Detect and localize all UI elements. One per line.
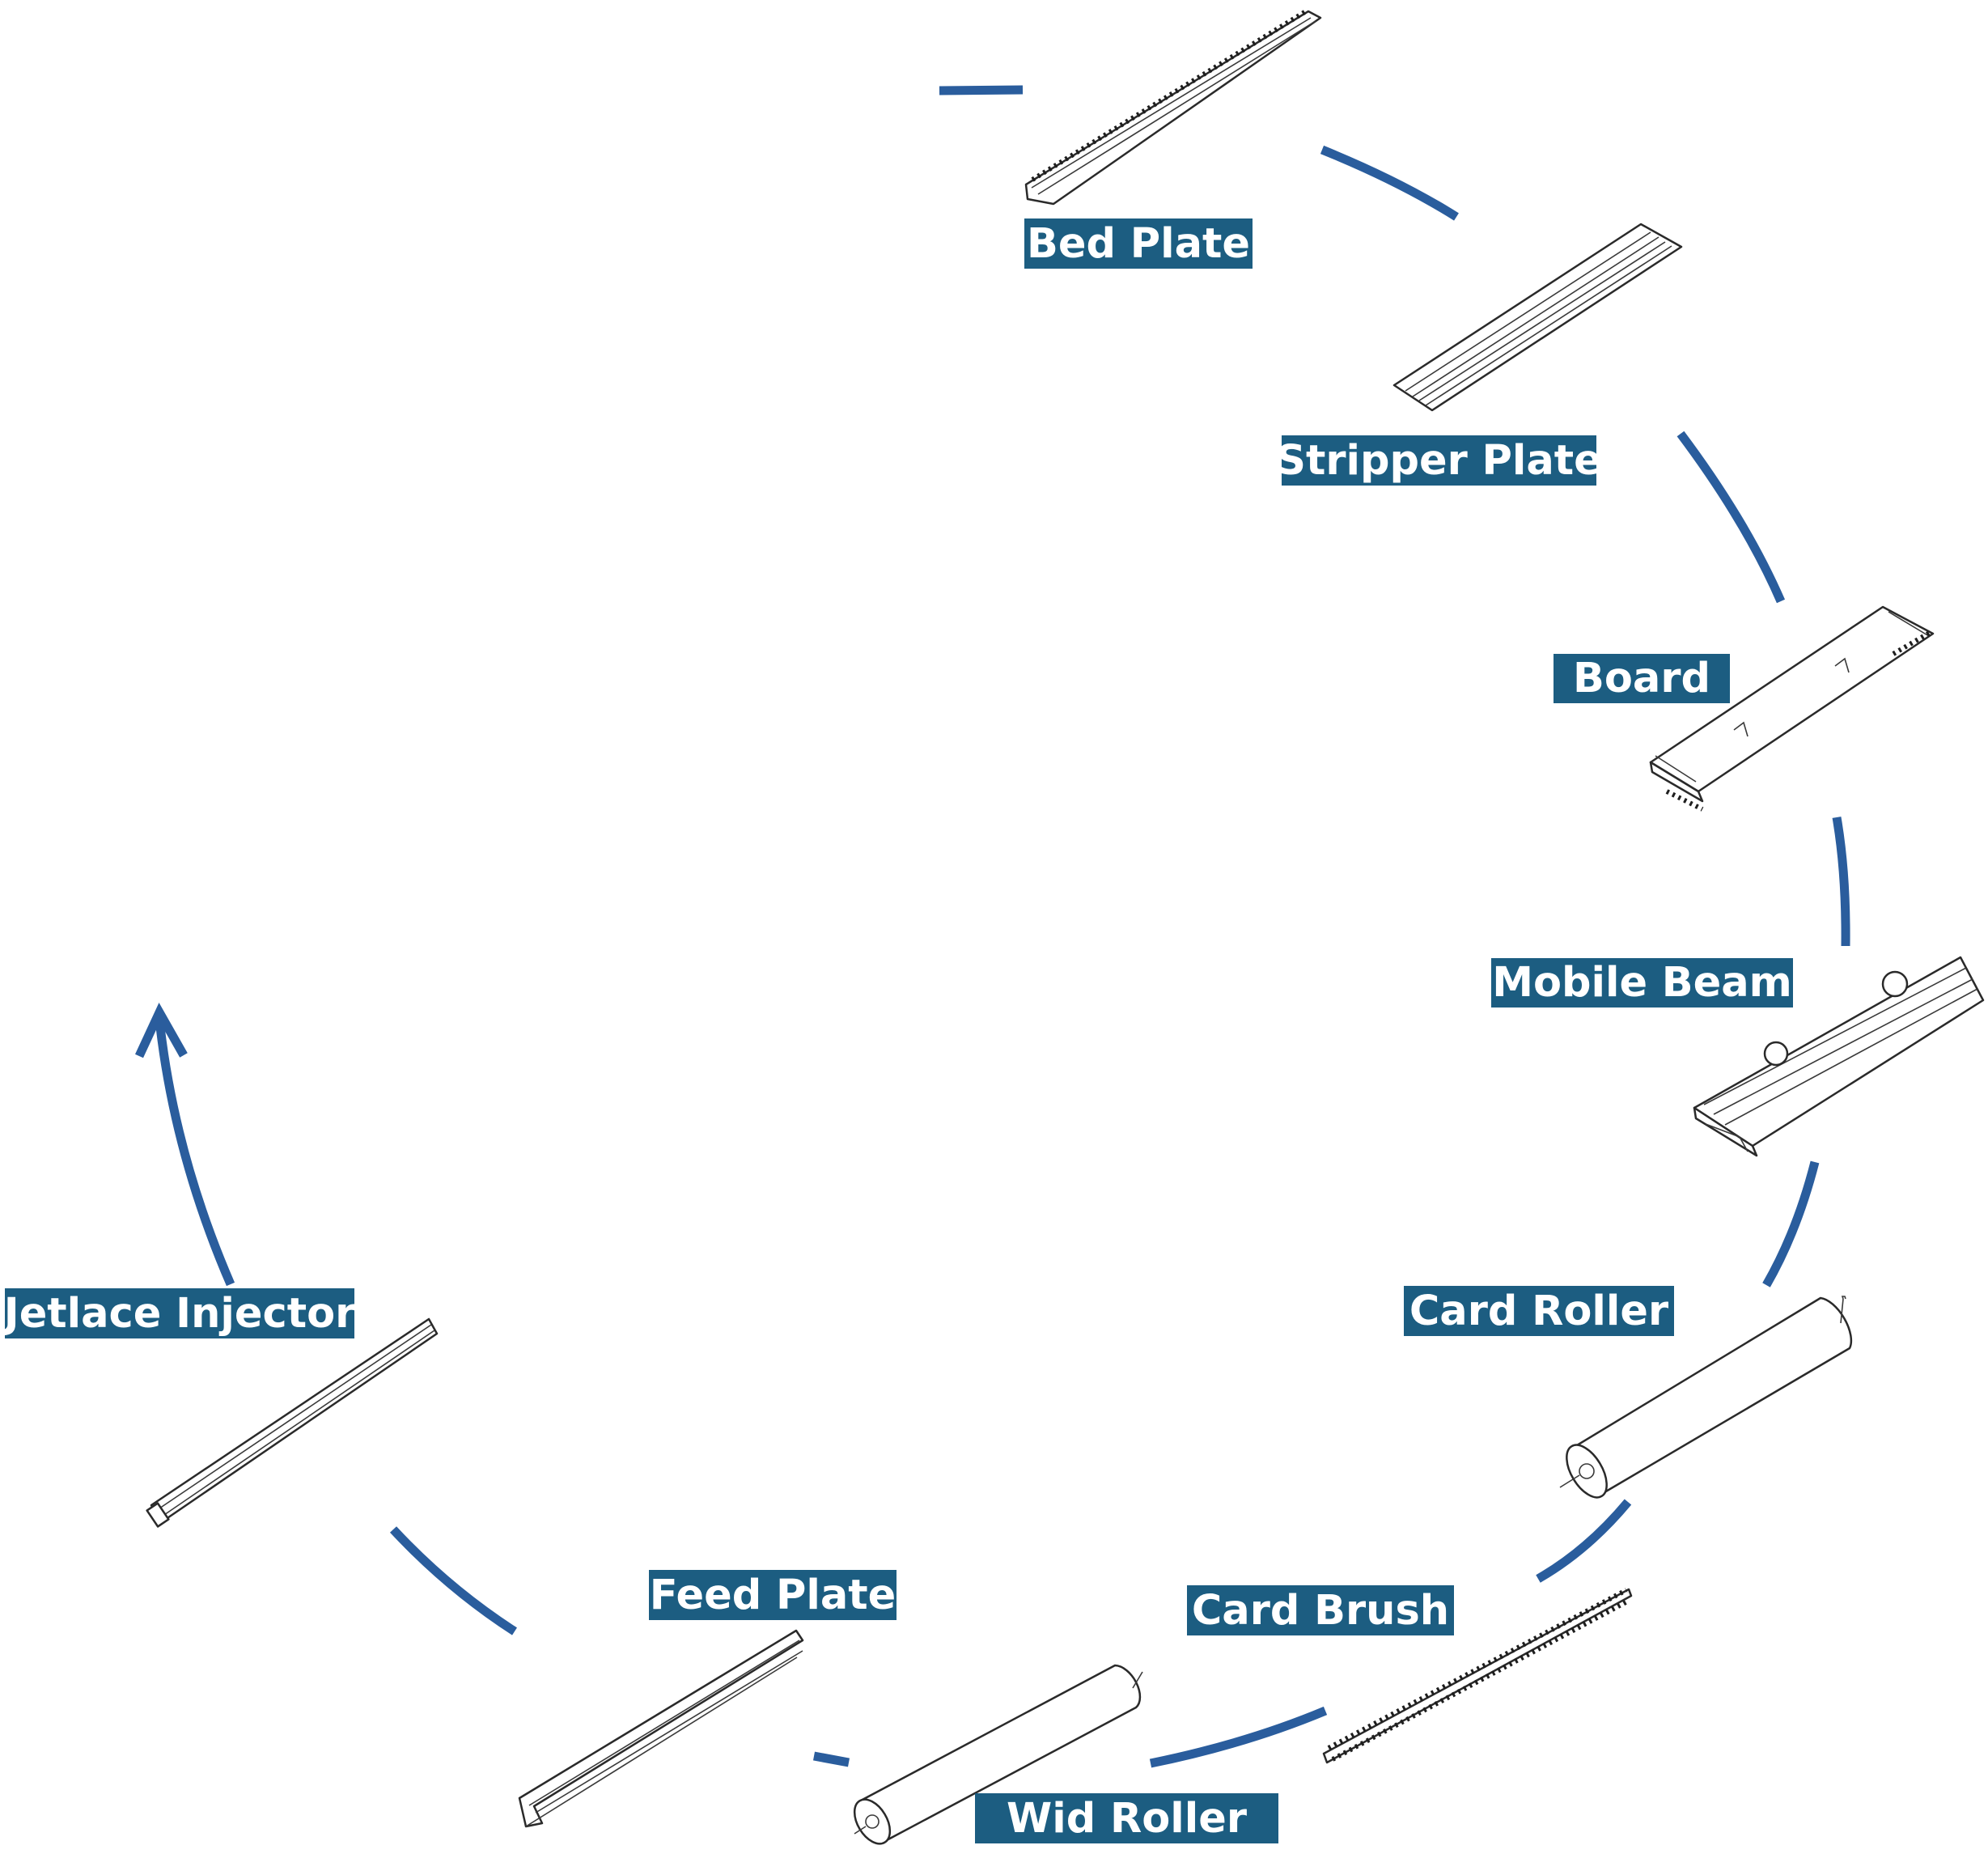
- label-text: Feed Plate: [649, 1571, 897, 1619]
- arc-segment-4: [1832, 817, 1850, 947]
- label-text: Stripper Plate: [1276, 436, 1602, 485]
- label-wid-roller: Wid Roller: [975, 1793, 1278, 1843]
- label-text: Card Roller: [1409, 1287, 1669, 1335]
- mobile-beam-drawing: [1693, 956, 1985, 1157]
- label-mobile-beam: Mobile Beam: [1491, 958, 1793, 1007]
- card-brush-drawing: [1322, 1588, 1633, 1764]
- arc-segment-7: [1149, 1706, 1328, 1768]
- label-jetlace-injector: Jetlace Injector: [3, 1288, 356, 1338]
- arc-segment-9: [389, 1526, 517, 1635]
- label-bed-plate: Bed Plate: [1024, 218, 1253, 269]
- arc-segment-2: [1320, 145, 1459, 221]
- label-text: Jetlace Injector: [3, 1289, 356, 1338]
- stripper-plate-drawing: [1392, 223, 1683, 412]
- label-text: Card Brush: [1191, 1586, 1450, 1635]
- label-card-roller: Card Roller: [1404, 1286, 1674, 1336]
- label-board: Board: [1554, 654, 1730, 703]
- board-drawing: [1649, 605, 1935, 812]
- arc-segment-10: [155, 1019, 235, 1287]
- arc-segment-8: [812, 1751, 850, 1767]
- arc-segment-6: [1536, 1499, 1632, 1583]
- label-text: Board: [1573, 655, 1710, 702]
- arc-segment-1: [939, 85, 1024, 95]
- cycle-arc: [135, 85, 1850, 1768]
- label-stripper-plate: Stripper Plate: [1276, 435, 1602, 486]
- feed-plate-drawing: [518, 1629, 804, 1828]
- arc-segment-3: [1676, 431, 1786, 604]
- wid-roller-drawing: [853, 1664, 1143, 1845]
- arc-segment-5: [1762, 1160, 1820, 1287]
- cycle-arrow-head-icon: [135, 1002, 188, 1058]
- card-roller-drawing: [1559, 1296, 1853, 1499]
- label-text: Wid Roller: [1006, 1794, 1247, 1843]
- jetlace-injector-drawing: [146, 1317, 439, 1528]
- label-feed-plate: Feed Plate: [649, 1570, 897, 1620]
- label-text: Mobile Beam: [1492, 959, 1792, 1007]
- label-card-brush: Card Brush: [1187, 1585, 1454, 1635]
- label-text: Bed Plate: [1027, 219, 1250, 268]
- bed-plate-drawing: [1024, 9, 1322, 206]
